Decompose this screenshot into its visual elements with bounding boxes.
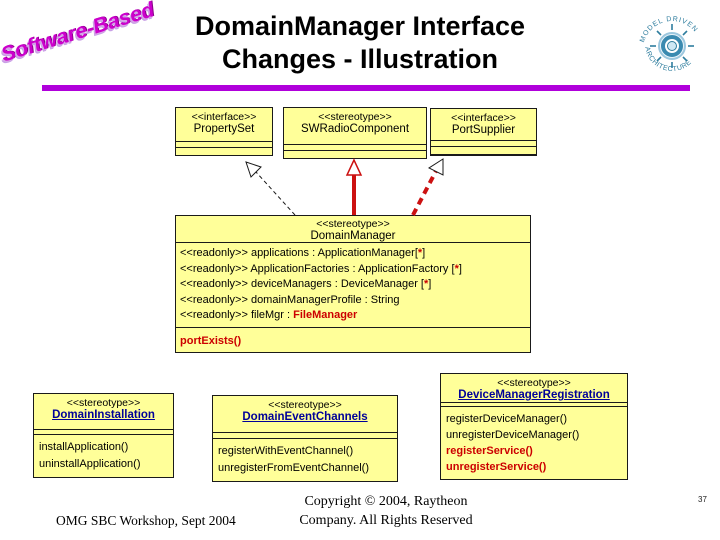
- domainmanager-header: <<stereotype>> DomainManager: [176, 216, 530, 242]
- portsupplier-header: <<interface>> PortSupplier: [431, 109, 536, 140]
- copyright-line-1: Copyright © 2004, Raytheon: [304, 494, 468, 509]
- propertyset-name: PropertySet: [193, 123, 255, 135]
- domaineventchannels-operations: registerWithEventChannel() unregisterFro…: [213, 438, 397, 481]
- propertyset-header: <<interface>> PropertySet: [176, 108, 272, 141]
- page-number: 37: [698, 495, 707, 504]
- domaineventchannels-header: <<stereotype>> DomainEventChannels: [213, 396, 397, 432]
- uml-class-portsupplier: <<interface>> PortSupplier: [430, 108, 537, 156]
- uml-class-swradiocomponent: <<stereotype>> SWRadioComponent: [283, 107, 427, 159]
- portsupplier-name: PortSupplier: [451, 124, 516, 136]
- domaineventchannels-name: DomainEventChannels: [242, 411, 368, 423]
- operation-uninstallapplication: uninstallApplication(): [39, 458, 141, 470]
- propertyset-stereotype: <<interface>>: [191, 111, 257, 123]
- propertyset-operations-compartment: [176, 147, 272, 155]
- operation-unregisterservice: unregisterService(): [446, 461, 547, 473]
- uml-class-domaineventchannels: <<stereotype>> DomainEventChannels regis…: [212, 395, 398, 482]
- swradiocomponent-operations-compartment: [284, 150, 426, 158]
- domaininstallation-stereotype: <<stereotype>>: [66, 397, 141, 409]
- title-divider: [42, 85, 690, 91]
- swradiocomponent-name: SWRadioComponent: [300, 123, 410, 135]
- operation-unregisterfromeventchannel: unregisterFromEventChannel(): [218, 462, 370, 474]
- domaineventchannels-stereotype: <<stereotype>>: [268, 399, 342, 411]
- swradiocomponent-attributes-compartment: [284, 144, 426, 150]
- domainmanager-attributes: <<readonly>> applications : ApplicationM…: [176, 242, 530, 327]
- domaininstallation-name: DomainInstallation: [52, 409, 155, 421]
- devicemanagerregistration-stereotype: <<stereotype>>: [497, 377, 571, 389]
- domaineventchannels-attributes-compartment: [213, 432, 397, 438]
- page-title: DomainManager Interface Changes - Illust…: [110, 10, 610, 76]
- realization-arrow-propertyset: [245, 161, 296, 216]
- devicemanagerregistration-name: DeviceManagerRegistration: [458, 389, 610, 401]
- footer-workshop-label: OMG SBC Workshop, Sept 2004: [56, 513, 236, 528]
- operation-registerwitheventchannel: registerWithEventChannel(): [218, 445, 354, 457]
- uml-class-domaininstallation: <<stereotype>> DomainInstallation instal…: [33, 393, 174, 478]
- mda-logo-spokes: [650, 24, 694, 68]
- attribute-filemgr: <<readonly>> fileMgr : FileManager: [180, 309, 358, 321]
- operation-unregisterdevicemanager: unregisterDeviceManager(): [446, 429, 580, 441]
- domainmanager-operations: portExists(): [176, 326, 530, 355]
- copyright-line-2: Company. All Rights Reserved: [299, 513, 473, 528]
- operation-portexists: portExists(): [180, 334, 242, 347]
- attribute-domainmanagerprofile: <<readonly>> domainManagerProfile : Stri…: [180, 293, 400, 306]
- operation-registerservice: registerService(): [446, 445, 533, 457]
- operation-registerdevicemanager: registerDeviceManager(): [446, 413, 568, 425]
- realization-arrow-portsupplier: [411, 158, 444, 216]
- generalization-arrow-swradiocomponent: [345, 158, 363, 215]
- attribute-applicationfactories: <<readonly>> ApplicationFactories : Appl…: [180, 262, 462, 275]
- propertyset-attributes-compartment: [176, 141, 272, 147]
- portsupplier-attributes-compartment: [431, 140, 536, 146]
- operation-installapplication: installApplication(): [39, 441, 129, 453]
- mda-logo-center: [667, 41, 677, 51]
- domaininstallation-operations: installApplication() uninstallApplicatio…: [34, 434, 173, 477]
- attribute-applications: <<readonly>> applications : ApplicationM…: [180, 247, 426, 259]
- mda-logo: MODEL DRIVEN ARCHITECTURE: [639, 16, 698, 73]
- domaininstallation-attributes-compartment: [34, 428, 173, 435]
- swradiocomponent-header: <<stereotype>> SWRadioComponent: [284, 108, 426, 144]
- domainmanager-name: DomainManager: [310, 230, 396, 242]
- uml-class-propertyset: <<interface>> PropertySet: [175, 107, 273, 156]
- swradiocomponent-stereotype: <<stereotype>>: [318, 111, 392, 123]
- domainmanager-stereotype: <<stereotype>>: [316, 218, 390, 230]
- devicemanagerregistration-header: <<stereotype>> DeviceManagerRegistration: [441, 374, 627, 402]
- devicemanagerregistration-attributes-compartment: [441, 401, 627, 407]
- title-line-2: Changes - Illustration: [221, 44, 499, 74]
- uml-class-domainmanager: <<stereotype>> DomainManager <<readonly>…: [175, 215, 531, 353]
- portsupplier-operations-compartment: [431, 146, 536, 154]
- attribute-devicemanagers: <<readonly>> deviceManagers : DeviceMana…: [180, 278, 432, 290]
- devicemanagerregistration-operations: registerDeviceManager() unregisterDevice…: [441, 406, 627, 479]
- title-line-1: DomainManager Interface: [194, 11, 526, 41]
- portsupplier-stereotype: <<interface>>: [451, 112, 516, 124]
- footer-copyright: Copyright © 2004, Raytheon Company. All …: [268, 492, 504, 530]
- uml-class-devicemanagerregistration: <<stereotype>> DeviceManagerRegistration…: [440, 373, 628, 480]
- domaininstallation-header: <<stereotype>> DomainInstallation: [34, 394, 173, 429]
